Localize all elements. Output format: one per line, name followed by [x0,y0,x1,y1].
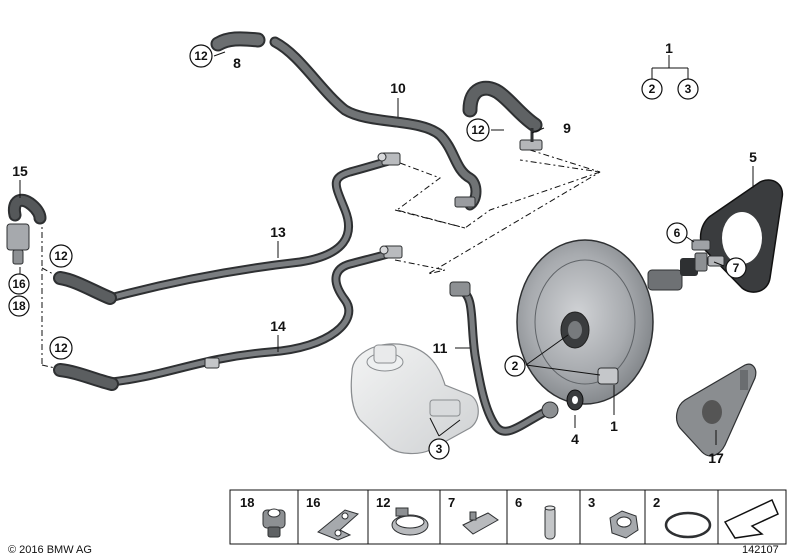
hose-13 [53,152,401,305]
strip-label-2: 2 [653,495,660,510]
callout-4: 4 [571,431,579,447]
callout-12-d: 12 [54,341,68,355]
parts-strip: 18 16 12 7 6 3 2 [229,489,787,545]
strip-label-7: 7 [448,495,455,510]
seal-4 [566,389,584,411]
hose-9 [462,80,543,151]
callout-1-booster: 1 [610,418,618,434]
callout-11: 11 [433,340,448,356]
callout-8: 8 [233,55,241,71]
callout-2-top: 2 [649,82,656,96]
diagram-number: 142107 [742,544,779,556]
callout-17: 17 [708,450,724,466]
callout-10: 10 [390,80,406,96]
callout-labels: 1 2 3 12 8 10 12 9 5 15 12 16 18 13 6 7 … [8,40,757,466]
part-holder-icon [262,508,286,538]
strip-label-16: 16 [306,495,320,510]
brake-fluid-reservoir [350,343,479,455]
clip-7 [707,255,725,267]
arrow-icon [723,498,779,539]
part-hose-clamp-icon [391,507,429,536]
hose-8 [210,31,266,52]
callout-3-reservoir: 3 [436,442,443,456]
strip-label-18: 18 [240,495,254,510]
callout-2-booster: 2 [512,359,519,373]
callout-circle [8,273,30,295]
callout-12-c: 12 [54,249,68,263]
copyright-text: © 2016 BMW AG [8,544,92,556]
callout-3-top: 3 [685,82,692,96]
part-o-ring-icon [664,511,712,539]
strip-label-3: 3 [588,495,595,510]
hose-14 [53,245,403,391]
callout-circle [49,336,73,360]
callout-14: 14 [270,318,286,334]
callout-18: 18 [12,299,26,313]
callout-circle [466,118,490,142]
bracket-17 [675,363,757,457]
callout-circle [189,44,213,68]
leader-lines [19,51,754,445]
callout-1-top: 1 [665,40,673,56]
part-pin-icon [544,505,556,540]
callout-16: 16 [12,277,26,291]
part-bracket-icon [317,509,359,541]
callout-circle [725,257,747,279]
part-clip-icon [462,511,499,535]
callout-circle [666,222,688,244]
callout-9: 9 [563,120,571,136]
callout-6: 6 [674,226,681,240]
part-hex-nut-icon [609,510,639,539]
callout-12-b: 12 [471,123,485,137]
callout-12-a: 12 [194,49,208,63]
callout-13: 13 [270,224,286,240]
callout-circle [428,438,450,460]
pin-6 [691,239,711,251]
callout-circle [504,355,526,377]
callout-circle [641,78,663,100]
callout-circle [677,78,699,100]
hose-10 [269,36,482,211]
callout-15: 15 [12,163,28,179]
callout-7: 7 [733,261,740,275]
callout-5: 5 [749,149,757,165]
connection-lines [41,149,601,369]
callout-circle [49,244,73,268]
brake-booster [516,239,708,405]
hose-11 [449,281,559,436]
strip-label-12: 12 [376,495,390,510]
hose-15 [6,193,47,265]
strip-label-6: 6 [515,495,522,510]
callout-circle [8,295,30,317]
